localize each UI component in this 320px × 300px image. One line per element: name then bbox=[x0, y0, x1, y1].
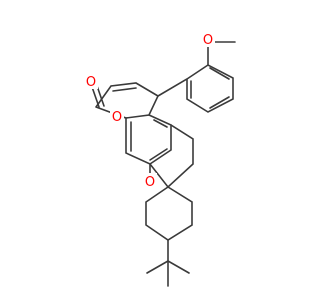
molecule-structure: O O O O bbox=[84, 31, 236, 287]
oxygen-atoms: O O O O bbox=[84, 31, 215, 190]
lactone-oxygen-label: O bbox=[112, 110, 122, 125]
spiro-oxygen-label: O bbox=[145, 175, 155, 190]
methoxy-oxygen-bg bbox=[201, 31, 215, 47]
carbonyl-oxygen-bg bbox=[84, 73, 98, 89]
spiro-oxygen-bg bbox=[143, 173, 157, 189]
lactone-oxygen-bg bbox=[110, 108, 124, 124]
bond-layer bbox=[90, 41, 236, 287]
methoxy-oxygen-label: O bbox=[203, 33, 213, 48]
carbonyl-oxygen-label: O bbox=[86, 75, 96, 90]
